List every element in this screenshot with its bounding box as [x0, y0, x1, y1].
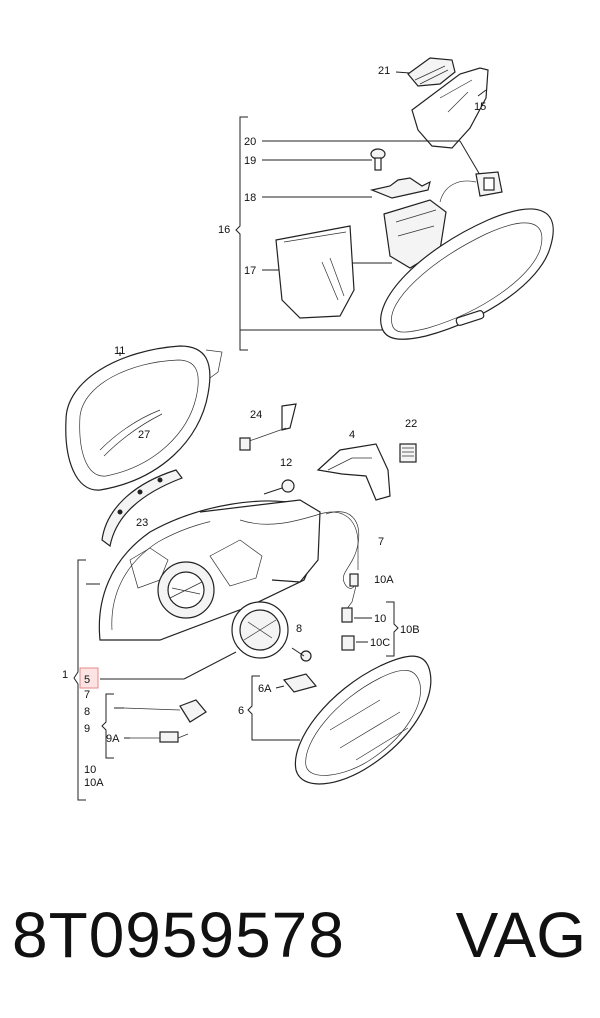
callout-8-right: 8: [296, 623, 302, 635]
footer: 8T0959578 VAG: [0, 890, 600, 980]
part-8-9-cable: [123, 699, 207, 743]
part-6A-connector: [282, 673, 318, 693]
callout-22: 22: [405, 418, 417, 430]
highlight-box-5: [79, 667, 99, 689]
callout-6A: 6A: [258, 683, 272, 695]
callout-21: 21: [378, 65, 390, 77]
part-21-bracket: [395, 57, 456, 87]
part-4-bracket: [316, 443, 391, 501]
part-24-cable: [239, 403, 297, 451]
callout-20: 20: [244, 136, 256, 148]
callout-10A-right: 10A: [374, 574, 394, 586]
part-22-connector: [399, 443, 417, 463]
brand-label: VAG: [455, 899, 586, 971]
callout-1: 1: [62, 669, 68, 681]
rearview-mirror: [380, 208, 554, 340]
part-number: 8T0959578: [12, 899, 345, 971]
part-27-trim: [99, 409, 163, 457]
callout-23: 23: [136, 517, 148, 529]
callout-7-left: 7: [84, 689, 90, 701]
callout-10B: 10B: [400, 624, 420, 636]
part-15-cover: [411, 67, 489, 149]
part-8-screw: [291, 647, 312, 662]
callout-16: 16: [218, 224, 230, 236]
callout-12: 12: [280, 457, 292, 469]
callout-7-right: 7: [378, 536, 384, 548]
callout-24: 24: [250, 409, 262, 421]
callout-6: 6: [238, 705, 244, 717]
callout-10-left: 10: [84, 764, 96, 776]
callout-19: 19: [244, 155, 256, 167]
part-7-wiring: [325, 511, 360, 651]
part-12-screw: [263, 479, 295, 495]
callout-5: 5: [84, 674, 90, 686]
bracket-6-group: [247, 675, 300, 741]
part-11-mirror-cap: [65, 345, 223, 491]
callout-27: 27: [138, 429, 150, 441]
callout-11: 11: [114, 345, 125, 357]
callout-4: 4: [349, 429, 355, 441]
bracket-16-group: [235, 116, 481, 351]
part-1-mirror-housing: [98, 499, 359, 641]
callout-9: 9: [84, 723, 90, 735]
bracket-1-group: [73, 559, 130, 801]
callout-17: 17: [244, 265, 256, 277]
callout-9A: 9A: [106, 733, 120, 745]
callout-10-right: 10: [374, 613, 386, 625]
callout-8-left: 8: [84, 706, 90, 718]
part-5-adjuster: [100, 601, 289, 680]
callout-15: 15: [474, 101, 486, 113]
callout-10C: 10C: [370, 637, 390, 649]
bracket-10B-group: [354, 601, 399, 657]
callout-18: 18: [244, 192, 256, 204]
part-20-connector: [439, 171, 503, 203]
part-23-strip: [101, 469, 183, 548]
part-6-mirror-glass: [294, 655, 432, 785]
callout-10A-left: 10A: [84, 777, 104, 789]
part-19-screw: [370, 148, 386, 171]
part-17-housing: [275, 225, 355, 319]
part-18-clip: [369, 177, 431, 199]
